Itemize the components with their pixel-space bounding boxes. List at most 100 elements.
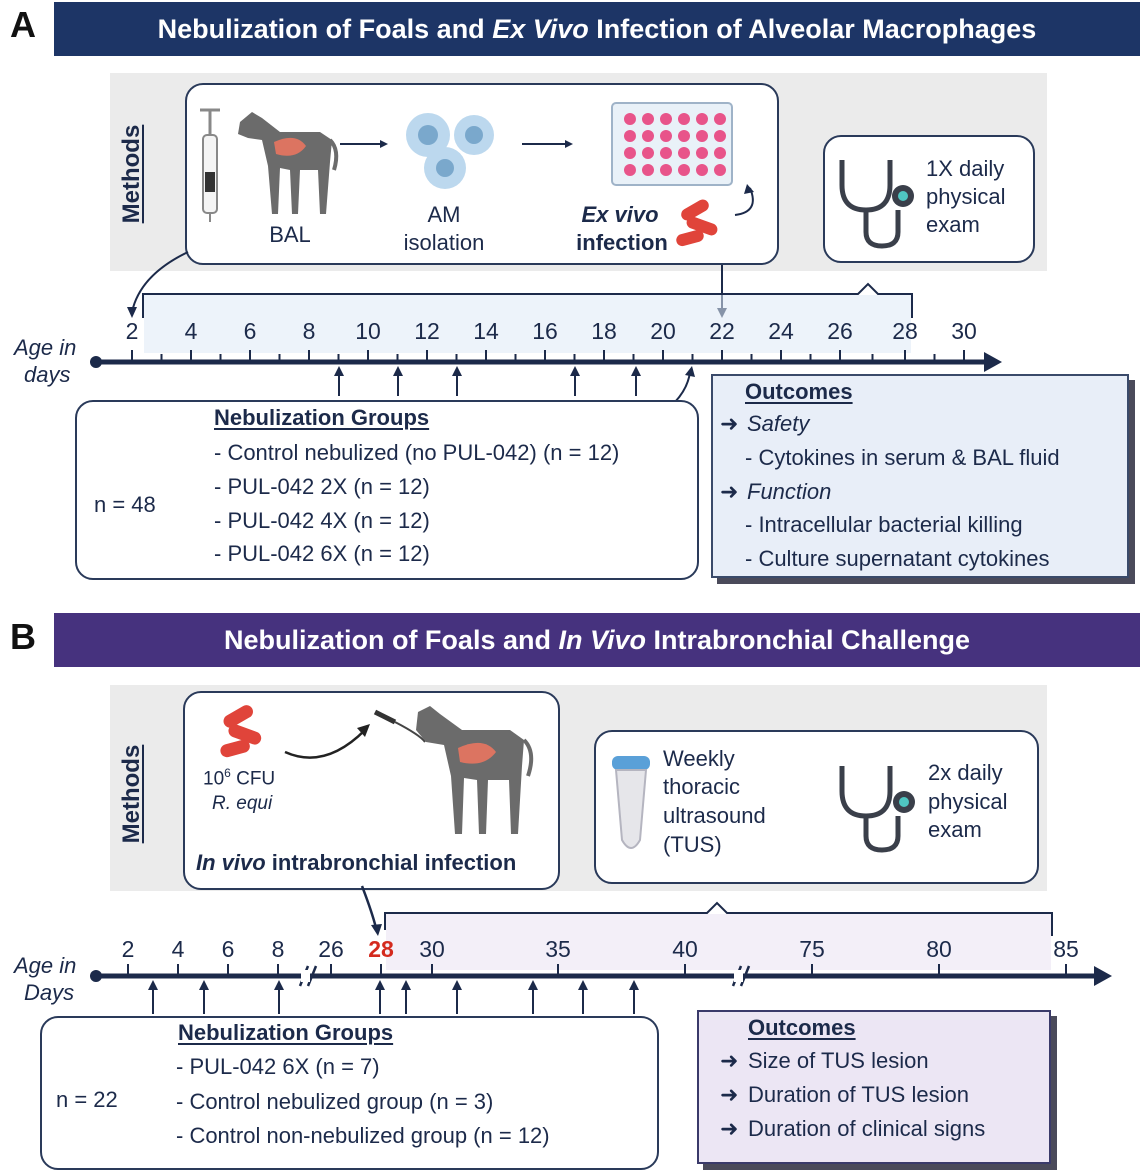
bal-label: BAL (269, 222, 311, 247)
axis-a-label-2: days (24, 362, 71, 387)
axis-tick-label: 26 (827, 318, 853, 344)
panel-b-title-pre: Nebulization of Foals and (223, 624, 559, 655)
outcome-b-arrow-icon-3: ➜ (720, 1116, 739, 1141)
exam-a-line1: 1X daily (926, 156, 1005, 181)
axis-tick-label: 35 (545, 936, 571, 962)
am-isolation-label-2: isolation (403, 230, 485, 255)
group-a-2: - PUL-042 2X (n = 12) (214, 474, 430, 499)
axis-tick-label: 4 (184, 318, 198, 344)
axis-a-label-1: Age in (14, 335, 77, 360)
organism-label: R. equi (212, 793, 273, 814)
outcome-safety-item: - Cytokines in serum & BAL fluid (745, 445, 1060, 470)
infection-em: In vivo (196, 850, 266, 875)
ultrasound-probe-icon (612, 756, 650, 849)
axis-tick-label: 18 (591, 318, 617, 344)
foal-icon (416, 706, 534, 834)
panel-b-title-em: In Vivo (558, 624, 646, 655)
panel-b-infection-box (183, 691, 560, 890)
axis-tick-label: 20 (650, 318, 676, 344)
bacteria-icon (220, 705, 262, 758)
axis-tick-label: 24 (768, 318, 794, 344)
outcome-function: Function (747, 479, 832, 504)
panel-b-title-banner: Nebulization of Foals and In Vivo Intrab… (54, 613, 1140, 667)
axis-tick-label: 6 (243, 318, 257, 344)
outcomes-b-title: Outcomes (748, 1015, 856, 1040)
axis-tick-label: 40 (672, 936, 698, 962)
exam-b-line3: exam (928, 817, 982, 842)
nebulization-groups-a-box (75, 400, 699, 580)
axis-tick-label: 80 (926, 936, 952, 962)
outcomes-b-box (697, 1010, 1051, 1164)
exam-a-line3: exam (926, 212, 980, 237)
bacteria-icon (676, 199, 718, 247)
outcome-b-arrow-icon-2: ➜ (720, 1082, 739, 1107)
exvivo-label-2: infection (576, 230, 668, 255)
axis-tick-label: 22 (709, 318, 735, 344)
group-a-4: - PUL-042 6X (n = 12) (214, 541, 430, 566)
group-a-3: - PUL-042 4X (n = 12) (214, 508, 430, 533)
outcome-safety: Safety (747, 411, 810, 436)
endoscope-icon (373, 709, 426, 743)
axis-tick-label: 16 (532, 318, 558, 344)
outcome-b-3: Duration of clinical signs (748, 1116, 986, 1141)
panel-a-title-pre: Nebulization of Foals and (157, 13, 493, 44)
outcome-function-arrow-icon: ➜ (720, 479, 739, 504)
axis-tick-label: 8 (271, 936, 285, 962)
nebulization-b-total: n = 22 (56, 1087, 118, 1112)
exam-b-line1: 2x daily (928, 760, 1003, 785)
axis-b-label-2: Days (24, 980, 75, 1005)
panel-b-monitoring-box (594, 730, 1039, 884)
syringe-icon (200, 108, 220, 222)
axis-tick-label: 28 (892, 318, 918, 344)
infection-rest: intrabronchial infection (265, 850, 517, 875)
infection-label: In vivo intrabronchial infection (196, 850, 516, 875)
outcome-b-arrow-icon-1: ➜ (720, 1048, 739, 1073)
axis-tick-label: 4 (171, 936, 185, 962)
nebulization-groups-a-title: Nebulization Groups (214, 405, 430, 430)
axis-tick-label: 10 (355, 318, 381, 344)
group-a-1: - Control nebulized (no PUL-042) (n = 12… (214, 440, 620, 465)
outcome-safety-arrow-icon: ➜ (720, 411, 739, 436)
tus-line4: (TUS) (663, 832, 722, 857)
panel-a-title-post: Infection of Alveolar Macrophages (588, 13, 1037, 44)
exam-a-line2: physical (926, 184, 1006, 209)
am-isolation-label-1: AM (427, 202, 461, 227)
cfu-base: 10 (203, 768, 225, 790)
nebulization-groups-b-box (40, 1016, 659, 1170)
cfu-unit: CFU (230, 768, 276, 790)
panel-a-title-banner: Nebulization of Foals and Ex Vivo Infect… (54, 2, 1140, 56)
axis-tick-label: 30 (419, 936, 445, 962)
nebulization-groups-b-title: Nebulization Groups (178, 1020, 394, 1045)
outcome-b-1: Size of TUS lesion (748, 1048, 929, 1073)
axis-tick-label: 12 (414, 318, 440, 344)
macrophage-icon (406, 113, 494, 189)
group-b-1: - PUL-042 6X (n = 7) (176, 1054, 380, 1079)
outcome-function-item-1: - Intracellular bacterial killing (745, 512, 1023, 537)
exam-b-line2: physical (928, 789, 1008, 814)
group-b-3: - Control non-nebulized group (n = 12) (176, 1123, 550, 1148)
foal-icon (238, 112, 339, 214)
panel-b-letter: B (10, 616, 36, 657)
axis-tick-label: 85 (1053, 936, 1079, 962)
tus-line3: ultrasound (663, 803, 766, 828)
stethoscope-icon (839, 766, 915, 853)
exvivo-label-1: Ex vivo (581, 202, 659, 227)
stethoscope-icon (839, 160, 914, 249)
cfu-exponent: 6 (224, 766, 231, 780)
axis-tick-label: 6 (221, 936, 235, 962)
panel-a-title-em: Ex Vivo (492, 13, 589, 44)
axis-b-label-1: Age in (14, 953, 77, 978)
axis-tick-label: 26 (318, 936, 344, 962)
axis-tick-label: 28 (368, 936, 394, 962)
axis-tick-label: 2 (125, 318, 139, 344)
panel-b-title-post: Intrabronchial Challenge (645, 624, 971, 655)
well-plate-icon (611, 102, 733, 186)
tus-line2: thoracic (663, 774, 741, 799)
panel-a-exam-box (823, 135, 1035, 263)
axis-tick-label: 30 (951, 318, 977, 344)
nebulization-a-total: n = 48 (94, 492, 156, 517)
outcomes-a-title: Outcomes (745, 379, 853, 404)
axis-tick-label: 75 (799, 936, 825, 962)
